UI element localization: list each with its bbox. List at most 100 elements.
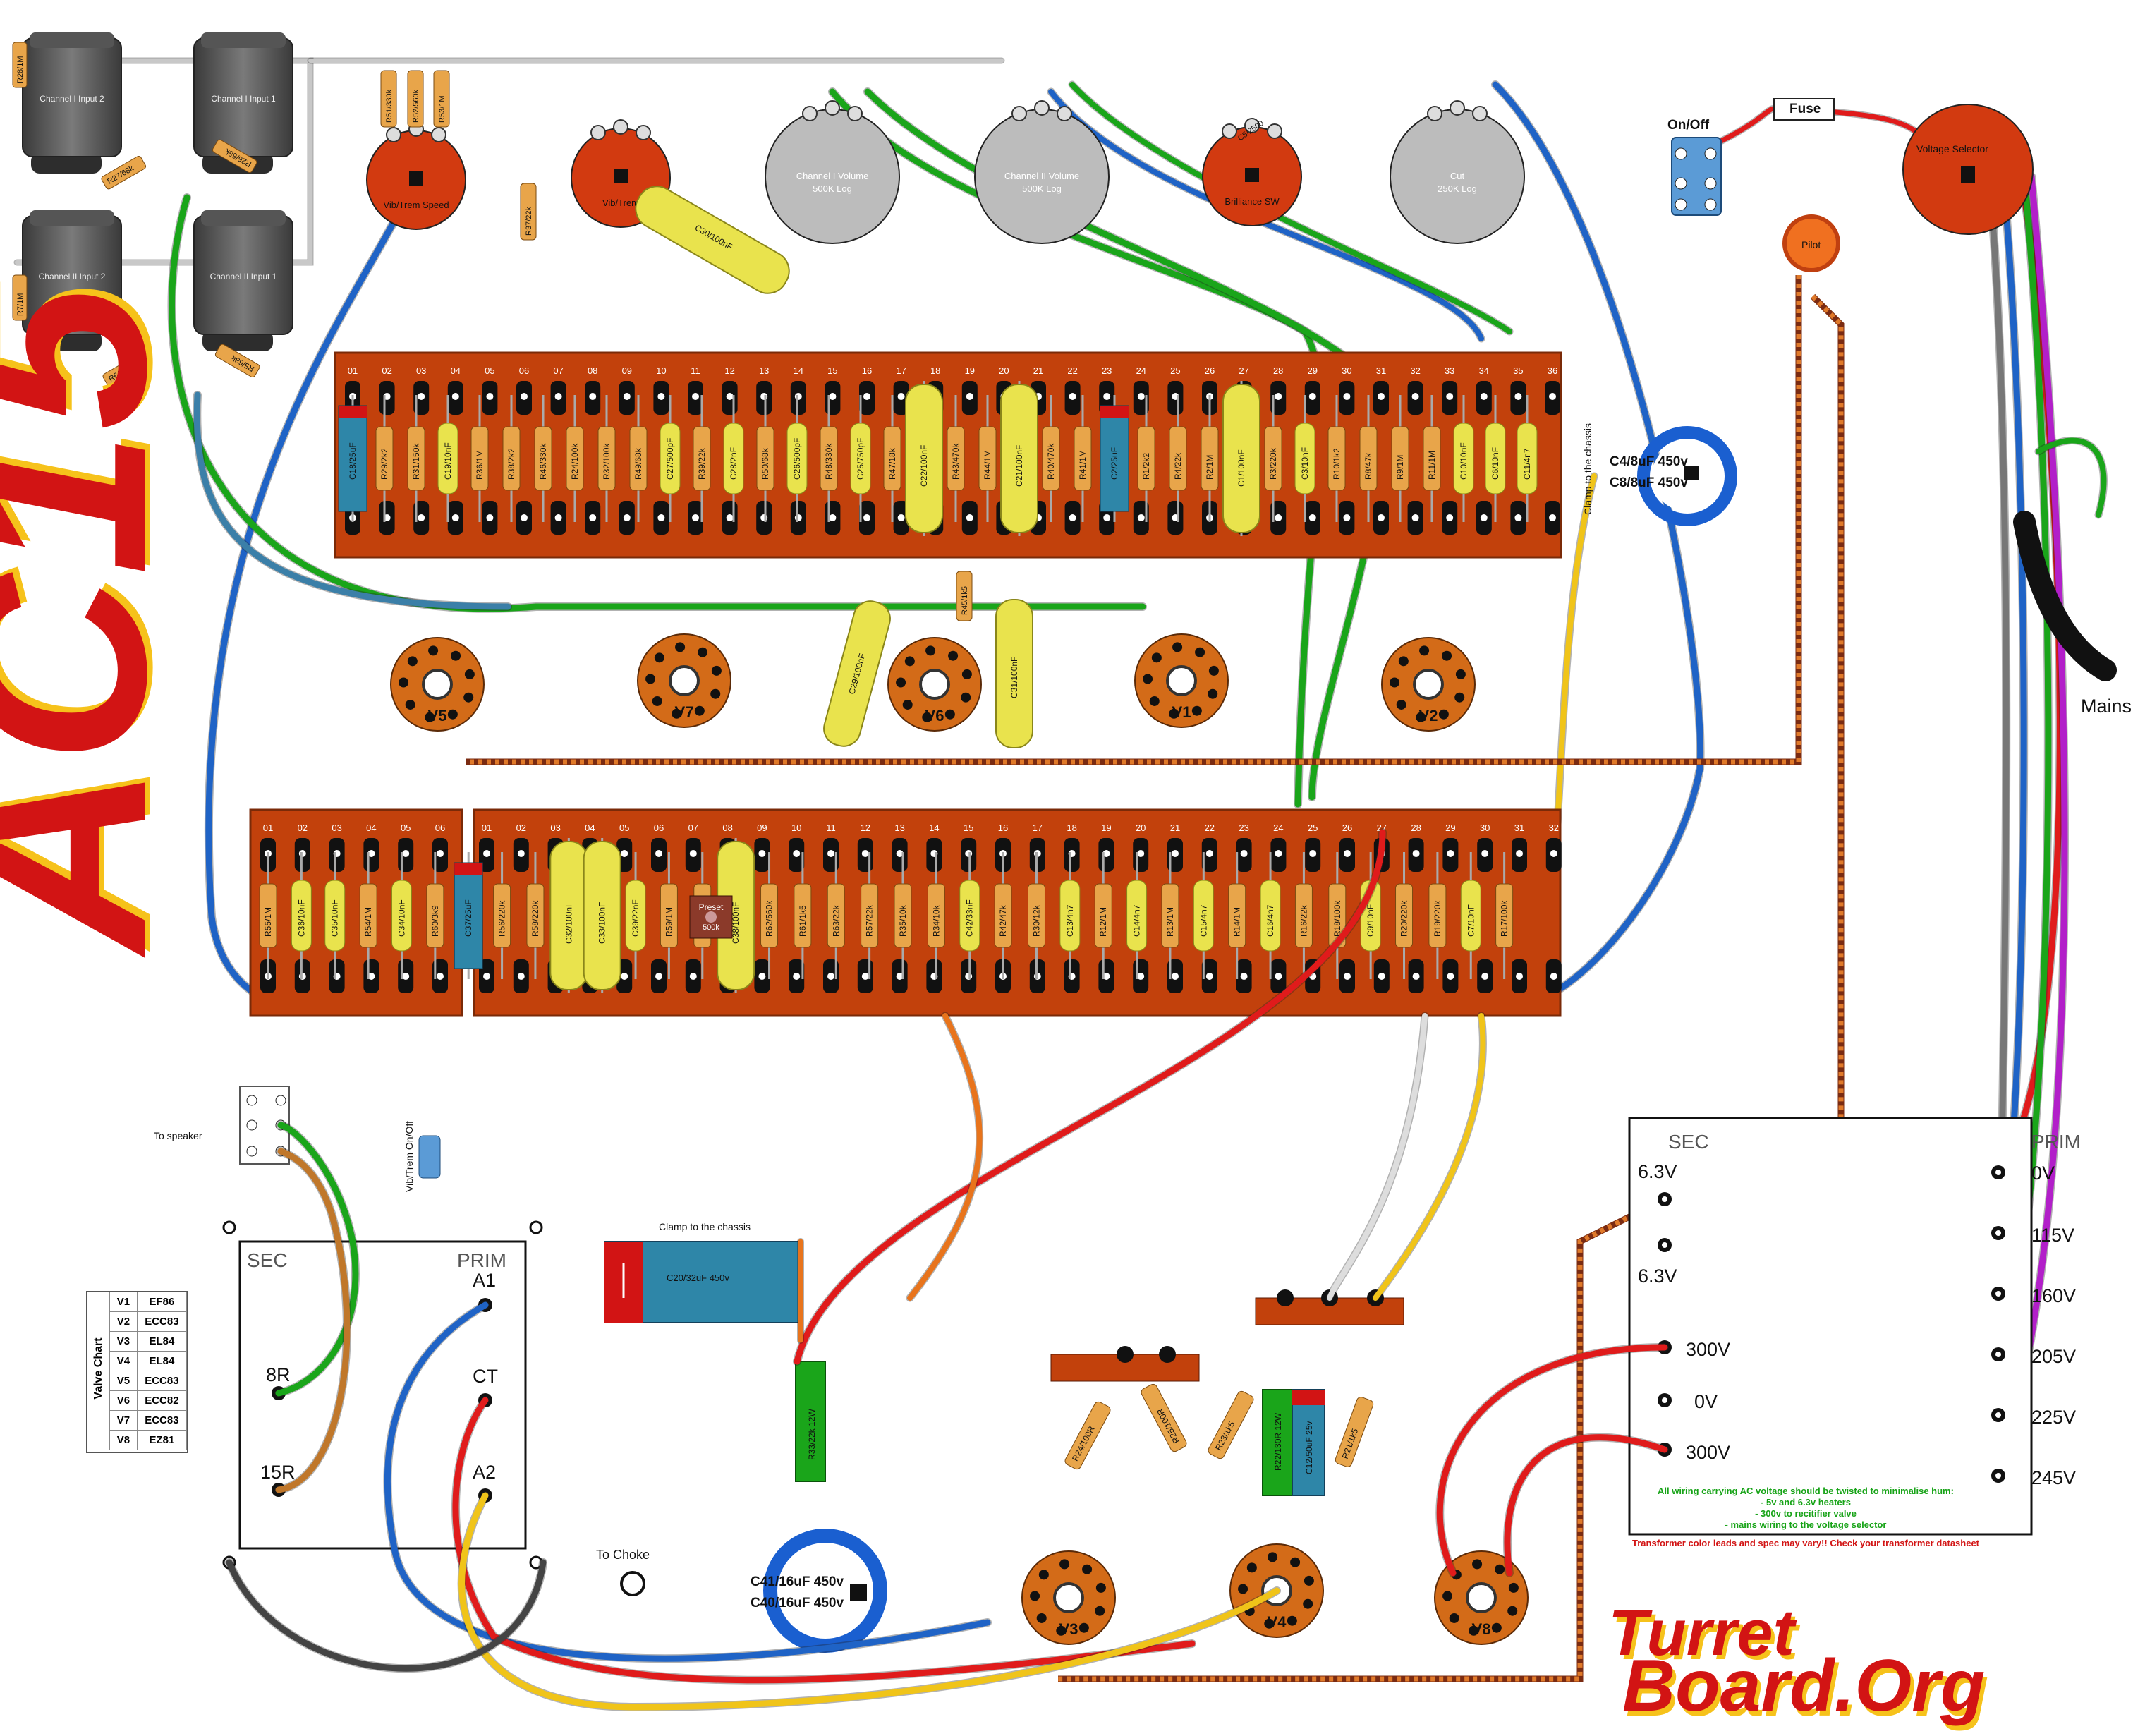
pt-note-2: - 5v and 6.3v heaters (1761, 1497, 1851, 1507)
valve-label: V1 (1172, 703, 1191, 721)
turret-hole (1308, 393, 1316, 400)
valve-socket-v5: V5 (390, 637, 485, 732)
turret-hole (554, 393, 562, 400)
jack-top (201, 32, 286, 48)
turret-hole (1481, 973, 1489, 980)
cap-body (625, 880, 646, 952)
speaker-lug (275, 1095, 286, 1106)
turret-hole (367, 850, 375, 857)
control-part: R51/330k (380, 70, 397, 128)
wire-black-ground (226, 1559, 547, 1672)
terminal-number: 26 (1205, 365, 1215, 376)
valve-chart-type: EZ81 (136, 1430, 188, 1450)
film-cap-body (823, 600, 891, 747)
valve-pin (464, 669, 475, 679)
component-label: R2/1M (1205, 455, 1215, 480)
turret-hole (554, 514, 562, 521)
ot-mount-hole (529, 1220, 543, 1234)
component-label: R61/1k5 (798, 905, 808, 937)
terminal-number: 25 (1170, 365, 1180, 376)
resistor-body (1169, 426, 1187, 491)
component-cap: C15/4n7 (1193, 852, 1214, 979)
selector-shaft (1961, 166, 1975, 183)
ot-15r-label: 15R (260, 1462, 296, 1483)
wire-red-ht (794, 829, 1386, 1365)
pt-sec-tap-1: 6.3V (1638, 1161, 1677, 1182)
jack-resistor: R28/1M (12, 42, 28, 88)
pot-lug (1244, 118, 1260, 133)
resistor-body (827, 883, 845, 948)
pt-prim-tap-4: 205V (2031, 1346, 2076, 1367)
resistor-body (956, 571, 973, 621)
terminal-number: 12 (724, 365, 734, 376)
elec-cap-stripe (454, 863, 483, 875)
pt-warning: Transformer color leads and spec may var… (1632, 1538, 1980, 1548)
component-res: R57/22k (861, 852, 879, 979)
resistor-body (883, 426, 901, 491)
wire-orange-c20-outline (906, 1012, 984, 1302)
component-cap: C6/10nF (1485, 395, 1506, 522)
component-label: C34/10nF (396, 899, 406, 937)
turret-hole (621, 973, 628, 980)
turret-hole (1378, 973, 1385, 980)
part-c29: C29/100nF (823, 600, 891, 747)
terminal-number: 19 (965, 365, 975, 376)
component-cap: C13/4n7 (1059, 852, 1081, 979)
valve-pin (1056, 1625, 1067, 1636)
component-label: C35/10nF (330, 899, 340, 937)
switch-lug (1675, 147, 1687, 160)
wire-red-switch (1718, 106, 1777, 144)
terminal-number: 11 (691, 365, 700, 376)
turret-hole (623, 514, 631, 521)
can-cap-ring (1637, 426, 1737, 526)
component-cap: C7/10nF (1460, 852, 1481, 979)
terminal-number: 08 (588, 365, 597, 376)
turret-hole (896, 973, 904, 980)
valve-pin (710, 688, 721, 699)
wire-green-earth (2036, 437, 2107, 518)
component-res: R12/1M (1094, 852, 1112, 979)
terminal-number: 26 (1342, 823, 1352, 833)
turret-hole (1137, 393, 1145, 400)
turret-hole (794, 514, 802, 521)
turret-hole (486, 393, 494, 400)
terminal-number: 02 (382, 365, 391, 376)
turret-hole (1240, 973, 1248, 980)
valve-pin (463, 692, 474, 703)
pt-prim-tap-1: 0V (2031, 1163, 2055, 1184)
turret-hole (521, 393, 528, 400)
component-label: R48/330k (824, 443, 834, 480)
pt-prim-tap-6: 245V (2031, 1467, 2076, 1488)
turret-hole (1549, 514, 1556, 521)
component-film: C33/100nF (583, 838, 621, 993)
turret-hole (863, 393, 870, 400)
cap-c4-c8 (1637, 426, 1737, 526)
terminal-number: 17 (1033, 823, 1043, 833)
resistor-body (629, 426, 648, 491)
component-label: R63/22k (831, 904, 841, 937)
valve-pin (675, 642, 686, 652)
terminal-number: 19 (1101, 823, 1111, 833)
terminal-number: 31 (1514, 823, 1524, 833)
turret-hole (418, 393, 425, 400)
turret-hole (517, 973, 525, 980)
valve-chart-type: ECC83 (136, 1311, 188, 1332)
pot-sublabel: 250K Log (1438, 183, 1477, 194)
turret-hole (1172, 973, 1179, 980)
component-label: R8/47k (1363, 452, 1373, 480)
component-res: R55/1M (259, 852, 277, 979)
component-res: R31/150k (407, 395, 425, 522)
component-label: C3/10nF (1300, 447, 1310, 480)
power-transformer (1628, 1117, 2033, 1536)
resistor-body (1428, 883, 1447, 948)
cap-c4-label: C4/8uF 450v (1610, 454, 1688, 469)
resistor-body (693, 426, 711, 491)
valve-label: V8 (1472, 1620, 1491, 1638)
terminal-number: 16 (862, 365, 872, 376)
resistor-body (407, 426, 425, 491)
valve-socket-center (1166, 665, 1197, 696)
component-cap: C16/4n7 (1260, 852, 1281, 979)
wire-blue-cut (1478, 81, 1704, 1014)
